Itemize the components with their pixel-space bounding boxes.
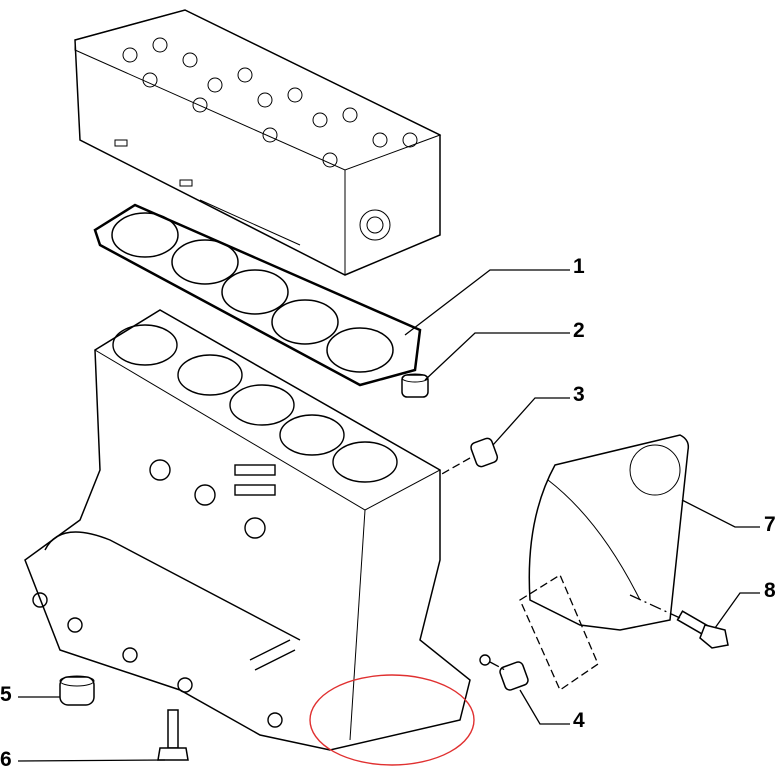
callout-2: 2	[573, 319, 585, 342]
flywheel-cover-plate-7	[519, 434, 690, 691]
dowel-bushing-3	[439, 437, 499, 476]
dowel-bushing-4	[489, 661, 529, 691]
callout-5: 5	[0, 683, 12, 706]
leader-lines	[17, 269, 760, 762]
cylinder-head	[74, 9, 442, 276]
highlight-ellipse	[309, 674, 475, 766]
callout-8: 8	[764, 579, 776, 602]
plug-5	[59, 675, 95, 706]
callout-4: 4	[573, 709, 585, 732]
stud-6	[157, 709, 189, 761]
callout-3: 3	[573, 383, 585, 406]
callout-6: 6	[0, 748, 12, 768]
bolt-8	[629, 594, 729, 649]
callout-7: 7	[764, 513, 776, 536]
callout-1: 1	[573, 255, 585, 278]
dowel-bushing-2	[401, 373, 429, 398]
cylinder-head-gasket	[93, 203, 422, 387]
